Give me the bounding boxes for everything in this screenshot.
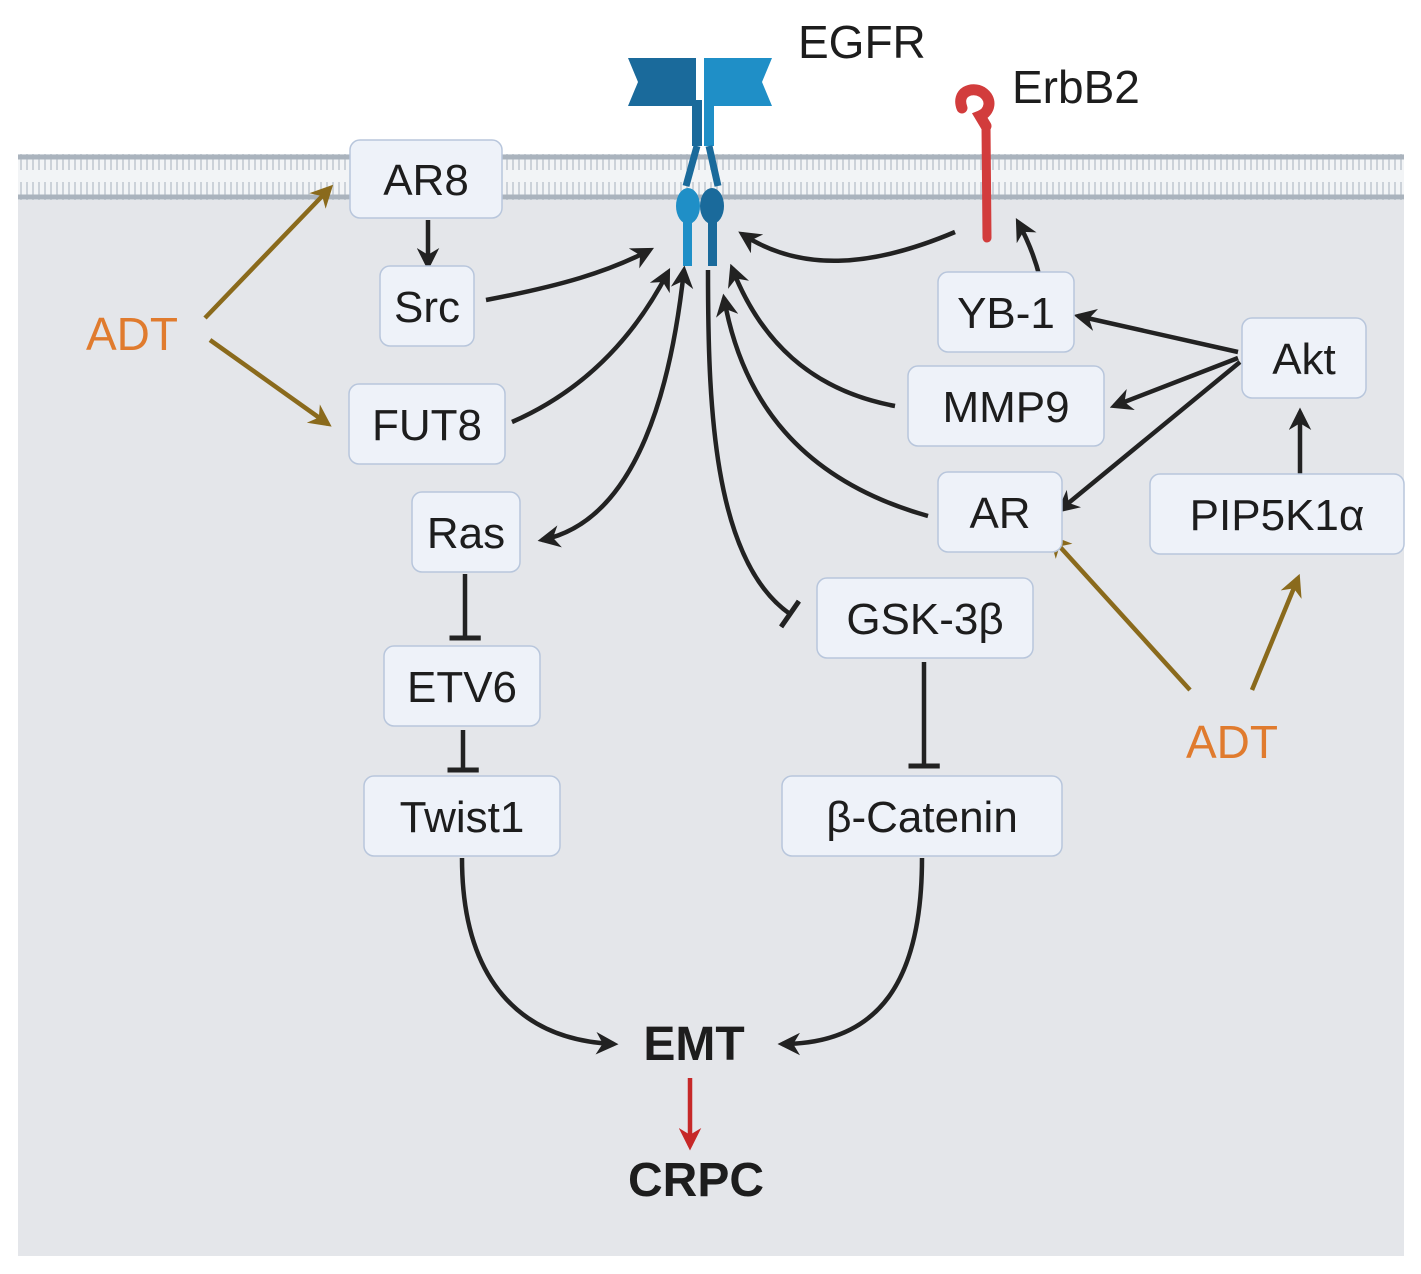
crpc-label: CRPC <box>628 1154 764 1207</box>
egfr-receptor-icon <box>628 58 772 266</box>
node-ar8: AR8 <box>349 139 503 219</box>
node-src-label: Src <box>394 283 460 332</box>
node-pip5k1a-label: PIP5K1α <box>1190 491 1365 540</box>
node-akt: Akt <box>1241 317 1367 399</box>
node-akt-label: Akt <box>1272 335 1336 384</box>
node-src: Src <box>379 265 475 347</box>
node-yb1-label: YB-1 <box>957 289 1055 338</box>
egfr-label: EGFR <box>798 16 926 68</box>
edge-bcatenin-emt <box>777 857 925 1056</box>
edge-akt-mmp9 <box>1109 355 1239 410</box>
node-gsk3b-label: GSK-3β <box>846 595 1003 644</box>
erbb2-receptor-icon <box>955 84 995 243</box>
edge-mmp9-egfr <box>728 263 896 409</box>
edge-twist1-emt <box>459 857 619 1055</box>
node-ras-label: Ras <box>427 509 505 558</box>
node-bcatenin: β-Catenin <box>781 775 1063 857</box>
node-pip5k1a: PIP5K1α <box>1149 473 1405 555</box>
edge-adt-ar8 <box>203 184 334 320</box>
node-ar: AR <box>937 471 1063 553</box>
adt-label-left: ADT <box>86 308 178 360</box>
node-twist1: Twist1 <box>363 775 561 857</box>
edge-akt-ar <box>1056 360 1242 513</box>
pathway-edges <box>203 184 1312 1151</box>
node-fut8-label: FUT8 <box>372 401 482 450</box>
node-ar-label: AR <box>969 489 1030 538</box>
node-twist1-label: Twist1 <box>400 793 525 842</box>
node-bcatenin-label: β-Catenin <box>826 793 1018 842</box>
node-mmp9: MMP9 <box>907 365 1105 447</box>
emt-label: EMT <box>643 1018 744 1071</box>
edge-akt-yb1 <box>1073 308 1239 355</box>
edge-adt-pip5k1a <box>1249 573 1302 691</box>
edge-adt-ar <box>1048 534 1192 692</box>
adt-label-right: ADT <box>1186 716 1278 768</box>
node-etv6: ETV6 <box>383 645 541 727</box>
edge-egfr-ras <box>537 265 694 548</box>
edge-egfr-gsk3b <box>705 269 802 629</box>
edge-adt-fut8 <box>208 338 332 427</box>
node-gsk3b: GSK-3β <box>816 577 1034 659</box>
node-ras: Ras <box>411 491 521 573</box>
node-yb1: YB-1 <box>937 271 1075 353</box>
node-fut8: FUT8 <box>348 383 506 465</box>
node-etv6-label: ETV6 <box>407 663 517 712</box>
edge-erbb2-egfr <box>738 229 956 263</box>
erbb2-label: ErbB2 <box>1012 61 1140 113</box>
node-ar8-label: AR8 <box>383 156 469 205</box>
node-mmp9-label: MMP9 <box>942 383 1069 432</box>
edge-ar-egfr <box>716 293 929 519</box>
